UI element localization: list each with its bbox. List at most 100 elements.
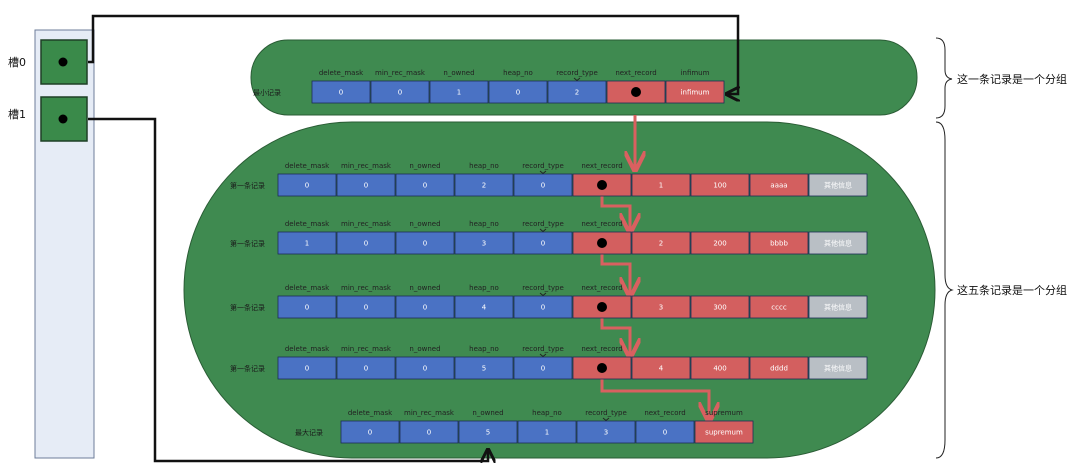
cell-value: 1 (305, 240, 309, 248)
cell-value: 0 (305, 182, 309, 190)
record-cell (395, 356, 455, 380)
cell-value: aaaa (770, 182, 787, 190)
record-cell (694, 420, 754, 444)
chevron-down-icon (539, 353, 547, 358)
cell-value: infimum (681, 89, 710, 97)
cell-value: 3 (659, 304, 663, 312)
filled-dot-icon (597, 363, 607, 373)
record-cell (399, 420, 459, 444)
cell-value: 0 (423, 365, 427, 373)
record-cell (336, 295, 396, 319)
filled-dot-icon (631, 87, 641, 97)
column-header: record_type (556, 69, 598, 77)
cell-value: 其他信息 (824, 364, 852, 373)
right-brace-icon (935, 121, 954, 459)
record-cell (749, 295, 809, 319)
cell-value: 5 (482, 365, 486, 373)
cell-value: 400 (713, 365, 726, 373)
right-brace-icon (935, 37, 953, 119)
cell-value: 0 (305, 365, 309, 373)
column-header: record_type (522, 284, 564, 292)
cell-value: 4 (659, 365, 664, 373)
record-cell (547, 80, 607, 104)
column-header: next_record (581, 220, 622, 228)
slot-0-pointer-arrow (88, 14, 738, 94)
column-header: heap_no (469, 162, 499, 170)
row-label: 第一条记录 (230, 181, 265, 190)
record-cell (311, 80, 371, 104)
next-record-links (600, 115, 709, 419)
row-label: 第一条记录 (230, 303, 265, 312)
column-header: next_record (581, 345, 622, 353)
arrow-icon (600, 191, 630, 230)
cell-value: 1 (659, 182, 663, 190)
record-cell (488, 80, 548, 104)
record-cell (808, 231, 868, 255)
record-cell (631, 231, 691, 255)
column-header: next_record (581, 162, 622, 170)
column-header: record_type (522, 162, 564, 170)
record-cell (808, 356, 868, 380)
row-label: 最大记录 (295, 428, 323, 437)
cell-value: 0 (541, 240, 545, 248)
column-header: delete_mask (319, 69, 364, 77)
record-cell (576, 420, 636, 444)
column-header: min_rec_mask (375, 69, 426, 77)
column-header: next_record (644, 409, 685, 417)
record-cell (635, 420, 695, 444)
record-cell (690, 295, 750, 319)
arrow-icon (600, 249, 630, 294)
chevron-down-icon (539, 228, 547, 233)
record-cell (690, 231, 750, 255)
record-cell (454, 231, 514, 255)
record-cell (277, 356, 337, 380)
cell-value: 0 (305, 304, 309, 312)
cell-value: 2 (575, 89, 579, 97)
record-cell (690, 173, 750, 197)
record-cell (458, 420, 518, 444)
cell-value: supremum (705, 429, 743, 437)
chevron-down-icon (573, 77, 581, 82)
arrow-icon (600, 313, 630, 355)
record-cell (395, 295, 455, 319)
column-header: infimum (681, 69, 710, 77)
cell-value: 0 (364, 304, 368, 312)
record-cell (454, 356, 514, 380)
record-cell (517, 420, 577, 444)
cell-value: 0 (423, 182, 427, 190)
record-cell (370, 80, 430, 104)
record-cell (749, 231, 809, 255)
chevron-down-icon (539, 292, 547, 297)
record-cell (513, 295, 573, 319)
record-cell (336, 173, 396, 197)
cell-value: 0 (368, 429, 372, 437)
slot-0-label: 槽0 (8, 56, 26, 69)
filled-dot-icon (58, 57, 68, 67)
cell-value: bbbb (770, 240, 788, 248)
record-cell (631, 295, 691, 319)
column-header: delete_mask (348, 409, 393, 417)
cell-value: 0 (364, 365, 368, 373)
record-cell (454, 295, 514, 319)
cell-value: 300 (713, 304, 726, 312)
column-header: n_owned (409, 284, 440, 292)
cell-value: 0 (364, 240, 368, 248)
record-cell (631, 173, 691, 197)
slot-1-pointer-arrow (88, 117, 488, 461)
cell-value: 0 (516, 89, 520, 97)
column-header: heap_no (503, 69, 533, 77)
slot-0: 槽0 (8, 39, 88, 85)
cell-value: 3 (482, 240, 486, 248)
record-cell (340, 420, 400, 444)
chevron-down-icon (602, 417, 610, 422)
record-cell (277, 173, 337, 197)
column-header: min_rec_mask (341, 284, 392, 292)
slot-column (34, 29, 95, 459)
